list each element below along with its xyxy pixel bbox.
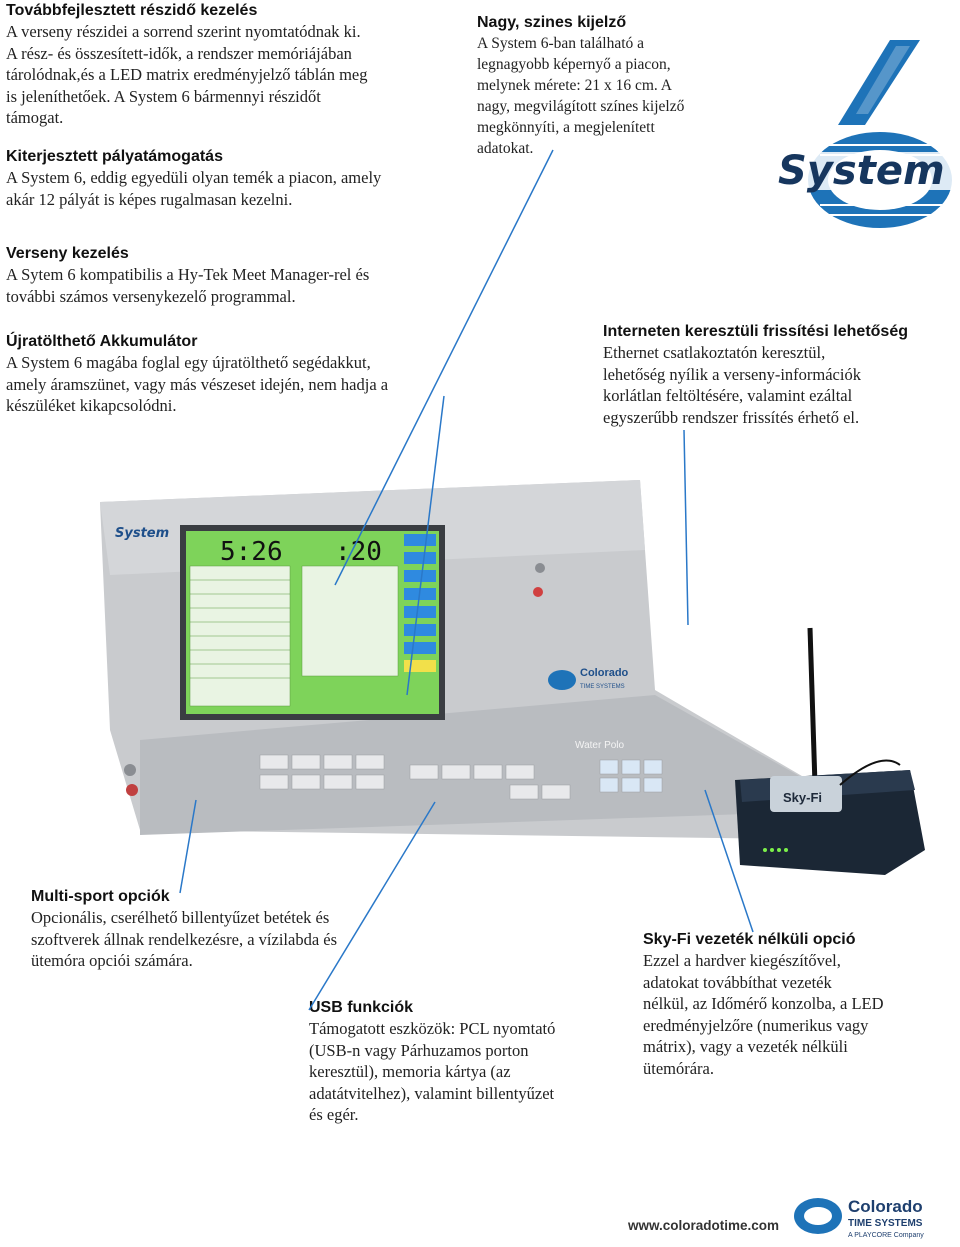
text-line: A System 6, eddig egyedüli olyan temék a… <box>6 168 382 187</box>
text-line: Támogatott eszközök: PCL nyomtató <box>309 1019 556 1038</box>
text-line: A System 6 magába foglal egy újratölthet… <box>6 353 371 372</box>
section-multisport-body: Opcionális, cserélhető billentyűzet beté… <box>31 907 431 972</box>
console-brand-sub: TIME SYSTEMS <box>580 684 625 690</box>
section-meet-title: Verseny kezelés <box>6 245 129 262</box>
text-line: adatokat továbbíthat vezeték <box>643 972 832 992</box>
text-line: lehetőség nyílik a verseny-információk <box>603 364 861 384</box>
time-sub: :20 <box>335 537 382 567</box>
section-usb-title: USB funkciók <box>309 999 414 1016</box>
text-line: adatátvitelhez), valamint billentyűzet <box>309 1083 555 1103</box>
section-skyfi-title: Sky-Fi vezeték nélküli opció <box>643 931 856 948</box>
section-battery-body: A System 6 magába foglal egy újratölthet… <box>6 352 476 417</box>
text-line: legnagyobb képernyő a piacon, <box>477 56 671 73</box>
logo-word: System <box>778 148 945 194</box>
skyfi-label: Sky-Fi <box>783 790 822 805</box>
section-laps-body: A verseny részidei a sorrend szerint nyo… <box>6 21 456 129</box>
section-usb-body: Támogatott eszközök: PCL nyomtató (USB-n… <box>309 1018 619 1126</box>
section-multisport-title: Multi-sport opciók <box>31 888 170 905</box>
text-line: korlátlan feltöltésére, valamint ezáltal <box>603 386 853 405</box>
footer-url[interactable]: www.coloradotime.com <box>628 1218 780 1233</box>
text-line: nélkül, az Időmérő konzolba, a LED <box>643 994 884 1013</box>
system6-logo: System <box>772 40 958 228</box>
section-lanes: Kiterjesztett pályatámogatás A System 6,… <box>6 146 456 210</box>
text-line: is jeleníthetőek. A System 6 bármennyi r… <box>6 86 321 106</box>
footer-brand-line1: Colorado <box>848 1197 923 1216</box>
section-internet-title: Interneten keresztüli frissítési lehetős… <box>603 323 908 340</box>
section-battery: Újratölthető Akkumulátor A System 6 magá… <box>6 331 476 417</box>
text-line: Opcionális, cserélhető billentyűzet beté… <box>31 908 330 927</box>
text-line: egyszerűbb rendszer frissítés érhető el. <box>603 407 860 427</box>
text-line: A verseny részidei a sorrend szerint nyo… <box>6 22 361 41</box>
time-main: 5:26 <box>220 537 283 567</box>
section-skyfi: Sky-Fi vezeték nélküli opció Ezzel a har… <box>643 929 943 1079</box>
section-battery-title: Újratölthető Akkumulátor <box>6 333 198 350</box>
console-brand: Colorado <box>580 667 629 679</box>
footer-brand-line2: TIME SYSTEMS <box>848 1218 923 1229</box>
text-line: (USB-n vagy Párhuzamos porton <box>309 1040 529 1060</box>
section-lanes-body: A System 6, eddig egyedüli olyan temék a… <box>6 167 456 210</box>
text-line: eredményjelzőre (numerikus vagy <box>643 1015 869 1035</box>
section-skyfi-body: Ezzel a hardver kiegészítővel, adatokat … <box>643 950 943 1079</box>
section-display: Nagy, szines kijelző A System 6-ban talá… <box>477 12 767 159</box>
section-internet: Interneten keresztüli frissítési lehetős… <box>603 321 958 428</box>
console-logo: System <box>115 526 169 541</box>
text-line: amely áramszünet, vagy más vészeset idej… <box>6 374 389 394</box>
section-internet-body: Ethernet csatlakoztatón keresztül, lehet… <box>603 342 958 428</box>
text-line: ütemórára. <box>643 1058 715 1078</box>
skyfi-label-plate <box>770 776 842 812</box>
text-line: adatokat. <box>477 140 534 157</box>
system6-console-photo: System 5:26 :20 Colorado TIME SYSTEMS Wa… <box>100 480 925 875</box>
text-line: keresztül), memoria kártya (az <box>309 1062 511 1081</box>
section-meet-body: A Sytem 6 kompatibilis a Hy-Tek Meet Man… <box>6 264 476 307</box>
text-line: A Sytem 6 kompatibilis a Hy-Tek Meet Man… <box>6 265 370 284</box>
section-laps: Továbbfejlesztett részidő kezelés A vers… <box>6 0 456 129</box>
text-line: tárolódnak,és a LED matrix eredményjelző… <box>6 65 368 84</box>
text-line: szoftverek állnak rendelkezésre, a vízil… <box>31 929 338 949</box>
text-line: A System 6-ban található a <box>477 35 645 52</box>
six-numeral-graphic <box>808 40 952 228</box>
footer-brand-logo: Colorado TIME SYSTEMS A PLAYCORE Company <box>794 1197 924 1239</box>
text-line: A rész- és összesített-idők, a rendszer … <box>6 43 352 63</box>
antenna <box>807 627 818 786</box>
section-laps-title: Továbbfejlesztett részidő kezelés <box>6 2 258 19</box>
text-line: akár 12 pályát is képes rugalmasan kezel… <box>6 189 293 209</box>
text-line: és egér. <box>309 1105 359 1124</box>
footer-brand-line3: A PLAYCORE Company <box>848 1232 924 1239</box>
water-polo-label: Water Polo <box>575 740 625 751</box>
section-usb: USB funkciók Támogatott eszközök: PCL ny… <box>309 997 619 1126</box>
text-line: további számos versenykezelő programmal. <box>6 286 296 306</box>
text-line: készüléket kikapcsolódni. <box>6 396 177 415</box>
section-lanes-title: Kiterjesztett pályatámogatás <box>6 148 223 165</box>
section-multisport: Multi-sport opciók Opcionális, cserélhet… <box>31 886 431 972</box>
text-line: ütemóra opciói számára. <box>31 951 193 970</box>
text-line: mátrix), vagy a vezeték nélküli <box>643 1037 848 1056</box>
section-display-title: Nagy, szines kijelző <box>477 14 627 31</box>
text-line: melynek mérete: 21 x 16 cm. A <box>477 77 672 94</box>
section-meet: Verseny kezelés A Sytem 6 kompatibilis a… <box>6 243 476 307</box>
text-line: megkönnyíti, a megjelenített <box>477 119 655 136</box>
text-line: támogat. <box>6 108 64 127</box>
text-line: nagy, megvilágított színes kijelző <box>477 98 685 115</box>
text-line: Ezzel a hardver kiegészítővel, <box>643 951 841 970</box>
section-display-body: A System 6-ban található a legnagyobb ké… <box>477 33 767 159</box>
text-line: Ethernet csatlakoztatón keresztül, <box>603 343 826 362</box>
